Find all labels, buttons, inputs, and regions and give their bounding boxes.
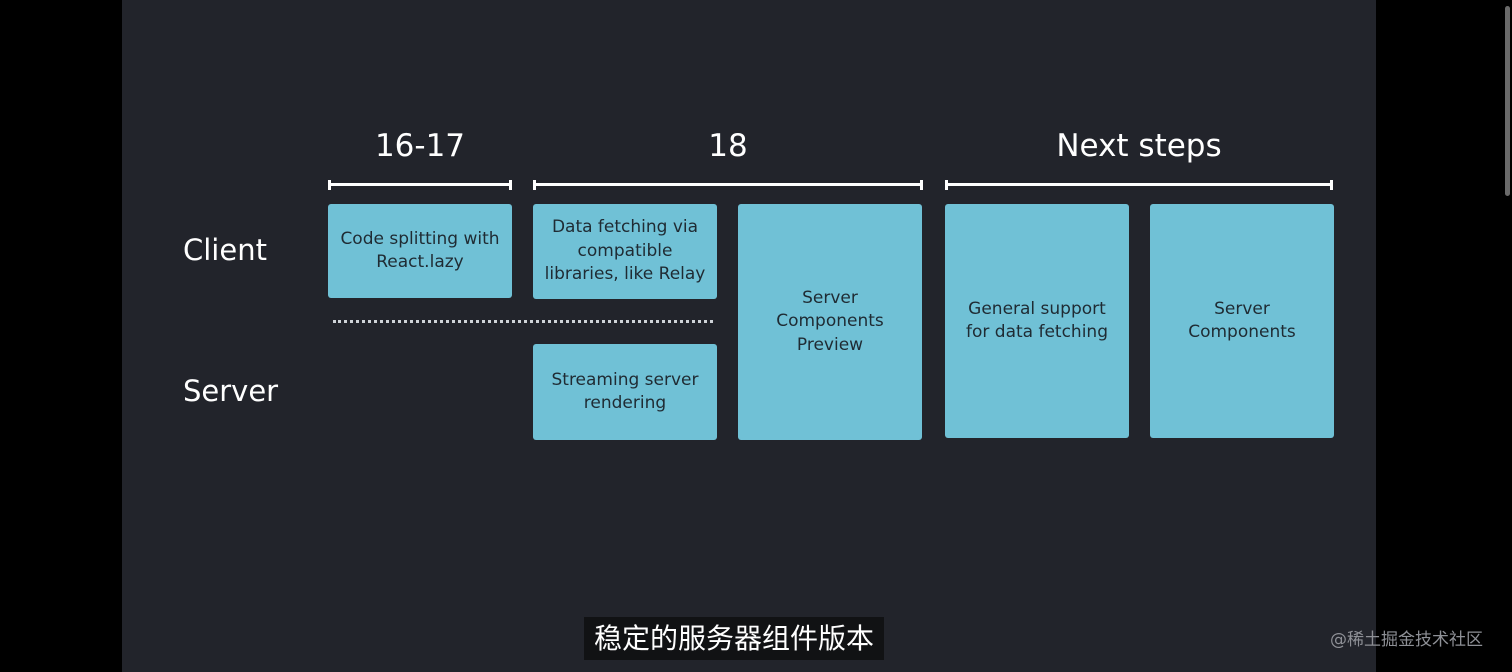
card-code-splitting: Code splitting with React.lazy	[328, 204, 512, 298]
row-label-server: Server	[183, 374, 279, 408]
video-subtitle: 稳定的服务器组件版本	[584, 617, 885, 660]
card-server-components-preview: Server Components Preview	[738, 204, 922, 440]
card-data-fetching-relay: Data fetching via compatible libraries, …	[533, 204, 717, 299]
era-bracket-18	[533, 180, 923, 190]
client-server-divider	[333, 320, 713, 323]
era-label-18: 18	[708, 128, 748, 164]
era-bracket-next-steps	[945, 180, 1333, 190]
card-general-data-fetching: General support for data fetching	[945, 204, 1129, 438]
card-server-components: Server Components	[1150, 204, 1334, 438]
watermark: @稀土掘金技术社区	[1330, 630, 1483, 650]
era-label-next-steps: Next steps	[1056, 128, 1222, 164]
era-bracket-16-17	[328, 180, 512, 190]
row-label-client: Client	[183, 233, 267, 267]
scrollbar[interactable]	[1505, 6, 1510, 196]
era-label-16-17: 16-17	[374, 128, 466, 164]
card-streaming-server-rendering: Streaming server rendering	[533, 344, 717, 440]
